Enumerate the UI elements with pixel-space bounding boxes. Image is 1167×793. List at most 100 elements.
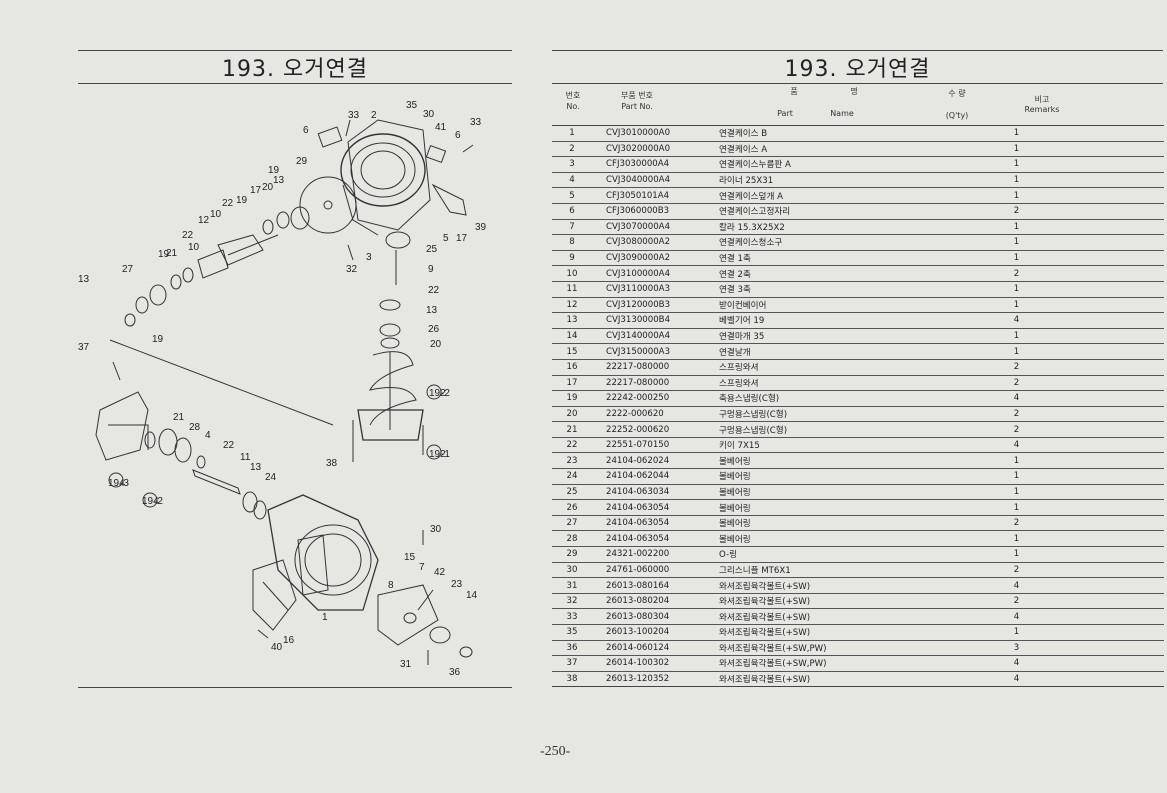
remarks-cell xyxy=(1064,390,1164,407)
callout-label: 12 xyxy=(198,215,210,226)
callout-label: 22 xyxy=(428,285,440,296)
callout-label: 30 xyxy=(430,524,442,535)
header-no-kr: 번호 xyxy=(565,91,581,100)
part-number-cell: CVJ3080000A2 xyxy=(592,234,716,251)
part-name-cell: 볼베어링 xyxy=(716,452,969,470)
callout-label: 19 xyxy=(268,165,280,176)
remarks-cell xyxy=(1064,437,1164,454)
quantity-cell: 4 xyxy=(969,312,1064,329)
header-name-en-1: Part xyxy=(777,109,793,118)
callout-label: 27 xyxy=(122,264,134,275)
callout-label: 11 xyxy=(240,452,251,463)
remarks-cell xyxy=(1064,375,1164,392)
part-number-cell: 24104-063054 xyxy=(592,515,716,532)
part-number-cell: 26013-080164 xyxy=(592,577,716,594)
part-no-cell: 20 xyxy=(552,406,592,423)
callout-label: 22 xyxy=(222,198,234,209)
auger-assembly xyxy=(352,231,424,462)
callout-label: 23 xyxy=(451,579,463,590)
callout-label: 192 xyxy=(429,388,446,399)
part-no-cell: 24 xyxy=(552,468,592,485)
part-name-cell: O-링 xyxy=(716,546,969,563)
quantity-cell: 1 xyxy=(969,328,1064,345)
remarks-cell xyxy=(1064,359,1164,376)
callout-label: 8 xyxy=(388,580,394,591)
left-page: 193. 오거연결 xyxy=(0,0,560,793)
part-name-cell: 베벨기어 19 xyxy=(716,312,969,329)
remarks-cell xyxy=(1064,297,1164,314)
part-no-cell: 8 xyxy=(552,234,592,251)
remarks-cell xyxy=(1064,406,1164,423)
callout-label: 3 xyxy=(366,252,372,263)
header-qty-en: (Q'ty) xyxy=(945,111,969,120)
part-name-cell: 구멍용스냅링(C형) xyxy=(716,421,969,438)
callout-label: 25 xyxy=(426,244,438,255)
remarks-cell xyxy=(1064,468,1164,485)
quantity-cell: 4 xyxy=(969,577,1064,594)
part-number-cell: CVJ3130000B4 xyxy=(592,312,716,329)
quantity-cell: 4 xyxy=(969,437,1064,454)
callout-label: 26 xyxy=(428,324,440,335)
remarks-cell xyxy=(1064,265,1164,282)
callout-label: 36 xyxy=(449,667,461,678)
callout-label: 20 xyxy=(430,339,442,350)
part-name-cell: 스프링와셔 xyxy=(716,359,969,376)
quantity-cell: 1 xyxy=(969,530,1064,548)
part-number-cell: CFJ3030000A4 xyxy=(592,156,716,173)
bolts xyxy=(112,119,474,665)
part-name-cell: 연결케이스청소구 xyxy=(716,234,969,251)
left-page-title: 193. 오거연결 xyxy=(78,50,512,84)
gear-plate xyxy=(262,176,357,235)
part-number-cell: 24761-060000 xyxy=(592,562,716,579)
remarks-cell xyxy=(1064,219,1164,236)
connection-case-bottom xyxy=(252,494,473,658)
part-number-cell: 26013-080204 xyxy=(592,593,716,610)
quantity-cell: 2 xyxy=(969,562,1064,579)
callout-label: 194 xyxy=(108,478,125,489)
quantity-cell: 2 xyxy=(969,421,1064,438)
part-no-cell: 19 xyxy=(552,390,592,407)
header-no-en: No. xyxy=(566,102,580,111)
quantity-cell: 1 xyxy=(969,546,1064,563)
callout-label: 40 xyxy=(271,642,283,653)
part-name-cell: 연결마개 35 xyxy=(716,328,969,345)
quantity-cell: 4 xyxy=(969,608,1064,625)
callout-label: -3 xyxy=(120,478,129,489)
quantity-cell: 1 xyxy=(969,187,1064,204)
remarks-cell xyxy=(1064,608,1164,625)
part-number-cell: CFJ3050101A4 xyxy=(592,187,716,204)
callout-label: 28 xyxy=(189,422,201,433)
quantity-cell: 2 xyxy=(969,359,1064,376)
part-number-cell: 24104-063054 xyxy=(592,499,716,516)
part-no-cell: 4 xyxy=(552,172,592,189)
remarks-cell xyxy=(1064,281,1164,298)
lower-left-assembly xyxy=(95,391,267,520)
callout-label: 31 xyxy=(400,659,412,670)
quantity-cell: 2 xyxy=(969,515,1064,532)
part-number-cell: CVJ3040000A4 xyxy=(592,172,716,189)
part-name-cell: 연결케이스고정자리 xyxy=(716,203,969,220)
remarks-cell xyxy=(1064,624,1164,641)
quantity-cell: 1 xyxy=(969,484,1064,501)
part-no-cell: 35 xyxy=(552,624,592,641)
part-no-cell: 27 xyxy=(552,515,592,532)
part-number-cell: 22217-080000 xyxy=(592,359,716,376)
